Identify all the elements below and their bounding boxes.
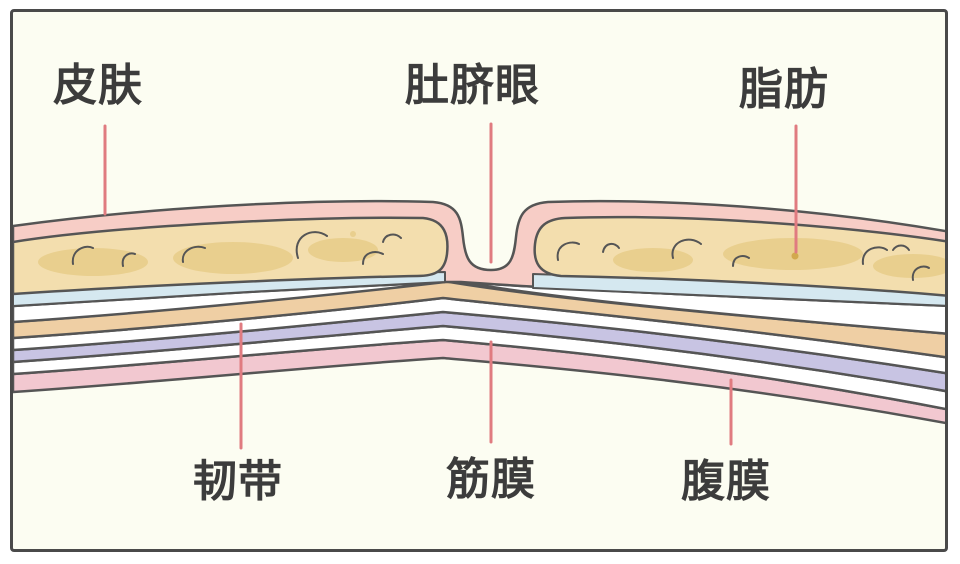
- label-ligament: 韧带: [193, 456, 283, 507]
- diagram-frame: 皮肤 肚脐眼 脂肪 韧带 筋膜 腹膜: [10, 9, 948, 552]
- label-navel: 肚脐眼: [405, 60, 540, 111]
- label-fat: 脂肪: [739, 64, 829, 115]
- label-skin: 皮肤: [53, 60, 143, 111]
- pointer-lines: [103, 122, 798, 450]
- fat-texture: [38, 231, 945, 278]
- fat-curls: [71, 231, 930, 281]
- abdominal-layers-diagram: [13, 122, 945, 450]
- label-peritoneum: 腹膜: [681, 456, 771, 507]
- label-fascia: 筋膜: [446, 454, 536, 505]
